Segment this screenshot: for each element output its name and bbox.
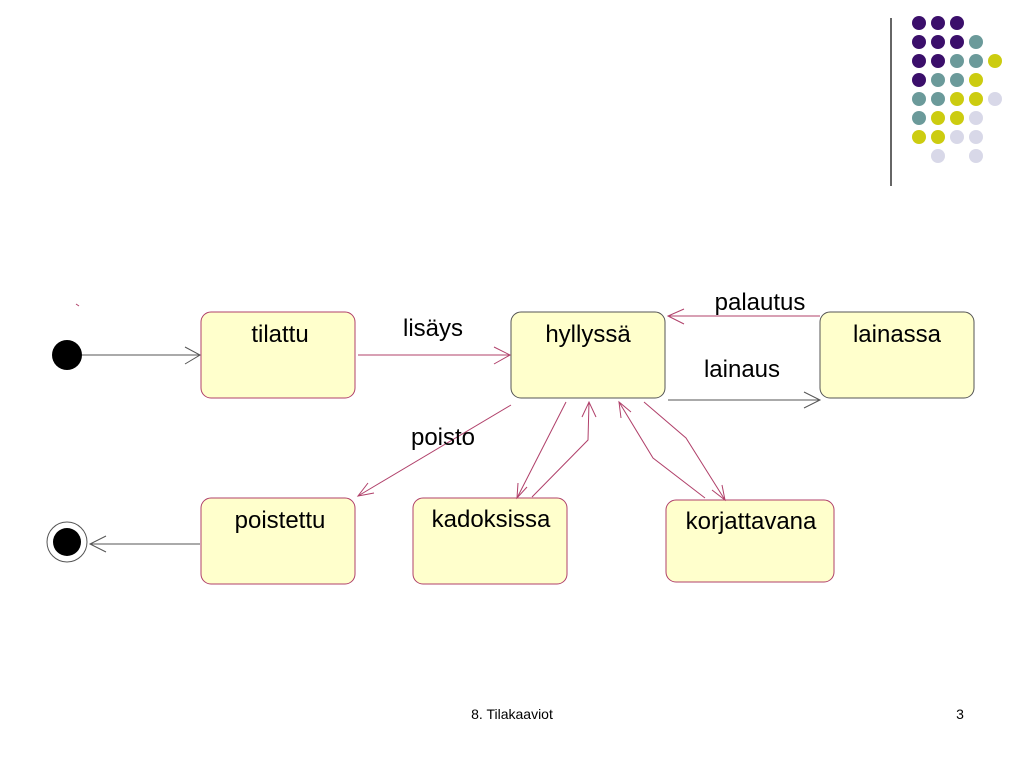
decorative-dot [950,111,964,125]
decorative-dot [931,111,945,125]
decorative-dot [988,92,1002,106]
arrow-hyllyssa-to-lainassa [668,391,822,409]
state-label-lainassa: lainassa [853,321,942,348]
decorative-dot-grid [912,16,1002,163]
arrow-hyllyssa-to-poistettu [356,404,512,497]
state-kadoksissa[interactable]: kadoksissa [412,497,568,585]
state-lainassa[interactable]: lainassa [819,311,975,399]
transition-label-lisays: lisäys [403,315,463,342]
decorative-dot [912,111,926,125]
initial-state-marker [52,340,82,370]
decorative-dot [912,16,926,30]
decorative-dot [912,54,926,68]
decorative-dot [931,54,945,68]
final-state-marker [53,528,81,556]
state-tilattu[interactable]: tilattu [200,311,356,399]
decorative-dot [950,35,964,49]
decorative-dot [969,149,983,163]
decorative-dot [969,92,983,106]
state-korjattavana[interactable]: korjattavana [665,499,835,583]
stray-mark [75,303,80,307]
decorative-dot [950,92,964,106]
decorative-dot [969,35,983,49]
arrow-korjattavana-to-hyllyssa [618,400,706,499]
decorative-dot [969,111,983,125]
decorative-dot [912,130,926,144]
decorative-dot [969,130,983,144]
decorative-dot [912,73,926,87]
decorative-dot [950,16,964,30]
state-label-poistettu: poistettu [235,507,326,534]
arrow-initial-to-tilattu [82,346,202,365]
decorative-dot [931,35,945,49]
decorative-dot [988,54,1002,68]
arrow-poistettu-to-final [88,535,200,553]
state-label-hyllyssa: hyllyssä [545,321,631,348]
decorative-dot [969,73,983,87]
arrow-tilattu-to-hyllyssa [358,346,512,365]
decorative-dot [950,73,964,87]
decorative-dot [931,73,945,87]
transition-label-lainaus: lainaus [704,356,780,383]
footer-title: 8. Tilakaaviot [471,706,553,722]
decorative-dot [912,35,926,49]
state-label-korjattavana: korjattavana [686,508,817,535]
state-label-kadoksissa: kadoksissa [432,506,551,533]
arrow-kadoksissa-to-hyllyssa [531,400,597,498]
decorative-dot [969,54,983,68]
decorative-dot [931,16,945,30]
transition-label-poisto: poisto [411,424,475,451]
state-poistettu[interactable]: poistettu [200,497,356,585]
decorative-dot [912,92,926,106]
arrow-hyllyssa-to-korjattavana [643,401,726,502]
transition-label-palautus: palautus [715,289,806,316]
decorative-dot [950,54,964,68]
state-hyllyssa[interactable]: hyllyssä [510,311,666,399]
state-label-tilattu: tilattu [251,321,308,348]
decorative-dot [931,130,945,144]
arrow-lainassa-to-hyllyssa [666,308,820,325]
arrow-hyllyssa-to-kadoksissa [516,401,567,500]
page-number: 3 [956,706,964,722]
decorative-dot [931,92,945,106]
decorative-dot [931,149,945,163]
decorative-dot [950,130,964,144]
